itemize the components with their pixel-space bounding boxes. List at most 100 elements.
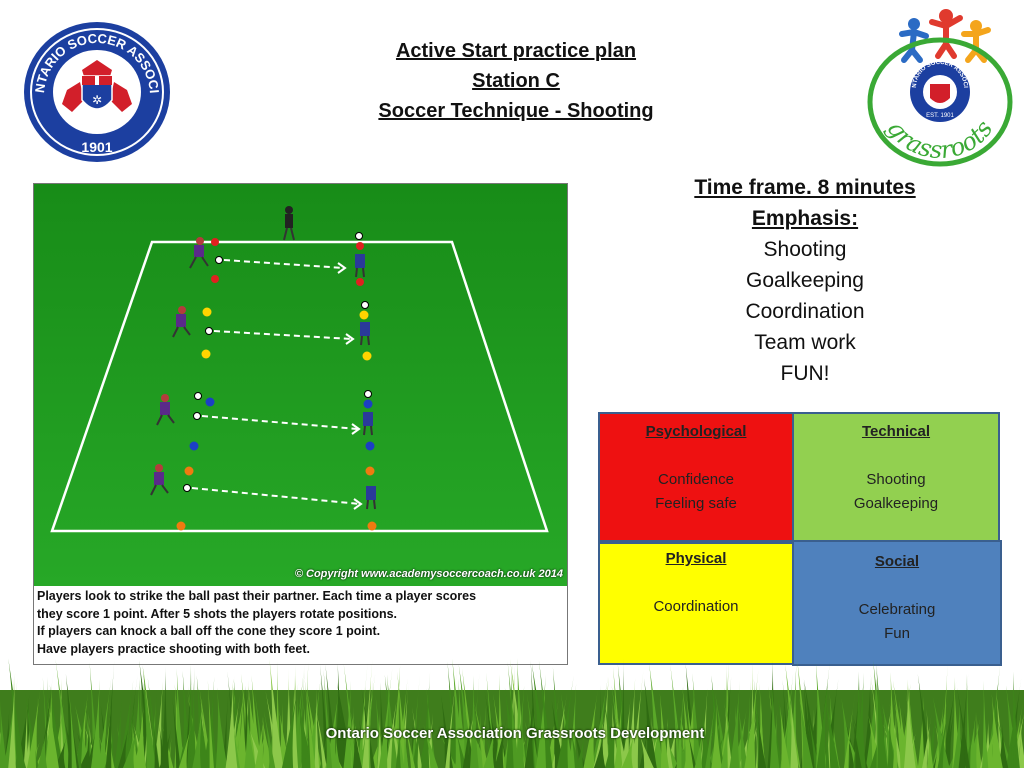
grass-blade (1006, 704, 1017, 768)
grass-blade (942, 702, 956, 768)
social-heading: Social (874, 553, 920, 570)
osa-logo-year: 1901 (81, 139, 112, 155)
cone-yellow (201, 349, 211, 359)
grass-blade (42, 677, 50, 768)
psychological-heading: Psychological (645, 423, 747, 440)
grass-blade (879, 707, 889, 768)
grass-blade (705, 681, 719, 768)
grass-blade (525, 695, 537, 768)
grass-blade (28, 735, 43, 768)
grass-blade (865, 666, 879, 768)
grass-blade (957, 687, 970, 768)
cone-orange (367, 521, 377, 531)
grass-blade (189, 667, 197, 768)
grass-blade (927, 695, 939, 768)
grass-blade (644, 678, 657, 768)
grass-blade (153, 681, 163, 768)
page-title: Active Start practice plan Station C Soc… (300, 36, 732, 126)
grass-blade (808, 714, 819, 768)
grass-blade (447, 661, 459, 768)
grass-blade (576, 731, 586, 768)
grass-blade (37, 728, 48, 768)
drill-row-1 (189, 232, 365, 286)
title-line-1: Active Start practice plan (395, 40, 637, 62)
grass-blade (887, 716, 896, 768)
grass-blade (222, 694, 229, 768)
grass-blade (225, 678, 238, 768)
grass-blade (505, 663, 514, 768)
soccer-ball (205, 327, 213, 335)
grass-blade (334, 663, 347, 768)
soccer-ball (194, 392, 202, 400)
cone-blue (363, 399, 373, 409)
grass-blade (614, 694, 623, 768)
grass-blade (128, 679, 139, 768)
grass-blade (790, 694, 799, 768)
grass-blade (403, 722, 409, 768)
grass-blade (254, 710, 266, 768)
instruction-line: If players can knock a ball off the cone… (37, 624, 381, 638)
cone-red (211, 275, 219, 283)
grass-blade (117, 724, 130, 768)
grass-blade (631, 669, 644, 768)
drill-instructions: Players look to strike the ball past the… (37, 588, 562, 658)
grass-blade (711, 703, 722, 768)
grass-blade (244, 706, 256, 768)
grass-blade (647, 722, 662, 768)
grass-blade (952, 676, 961, 768)
grass-blade (556, 675, 574, 768)
grass-blade (16, 695, 30, 768)
grass-blade (679, 735, 688, 768)
grass-blade (404, 722, 416, 768)
grass-blade (471, 727, 489, 768)
soccer-ball (361, 301, 369, 309)
grass-blade (583, 689, 598, 768)
soccer-ball (193, 412, 201, 420)
grass-blade (375, 695, 386, 768)
grass-blade (462, 703, 473, 768)
technical-item: Shooting (866, 471, 926, 488)
grass-blade (262, 716, 274, 768)
grass-blade (86, 708, 91, 768)
grass-blade (74, 684, 90, 768)
grass-blade (593, 731, 606, 768)
grass-blade (32, 694, 38, 768)
grass-blade (352, 719, 363, 768)
grass-blade (203, 699, 214, 768)
grass-blade (104, 727, 116, 768)
receiver-figure (366, 486, 376, 510)
grass-blade (806, 687, 820, 768)
emphasis-heading: Emphasis: (751, 207, 859, 230)
grass-blade (816, 661, 830, 768)
grass-blade (473, 701, 489, 768)
grass-blade (118, 679, 134, 768)
grass-blade (546, 694, 560, 768)
grass-blade (744, 669, 759, 768)
cone-yellow (202, 307, 212, 317)
grass-blade (738, 705, 748, 768)
footer-text: Ontario Soccer Association Grassroots De… (325, 725, 705, 742)
pitch-outline (50, 240, 549, 533)
grass-blade (676, 678, 685, 768)
grass-blade (215, 687, 228, 768)
grass-blade (91, 679, 102, 768)
grass-blade (769, 680, 780, 768)
grass-blade (627, 678, 636, 768)
grass-blade (369, 725, 386, 768)
pass-arrow (223, 259, 345, 269)
pass-arrow (201, 415, 359, 430)
shooter-figure (150, 464, 169, 496)
goalkeeper-figure (283, 206, 295, 241)
grass-blade (684, 688, 696, 768)
grassroots-logo-word: grassroots (882, 115, 999, 164)
emphasis-item: Coordination (745, 300, 865, 323)
grass-blade (147, 677, 160, 768)
grass-blade (783, 712, 794, 768)
grass-blade (986, 674, 1000, 768)
grass-blade (779, 705, 791, 768)
grass-blade (55, 658, 71, 768)
grass-blade (122, 723, 140, 768)
grass-blade (297, 696, 313, 768)
grass-blade (893, 698, 909, 768)
grass-blade (729, 681, 741, 768)
